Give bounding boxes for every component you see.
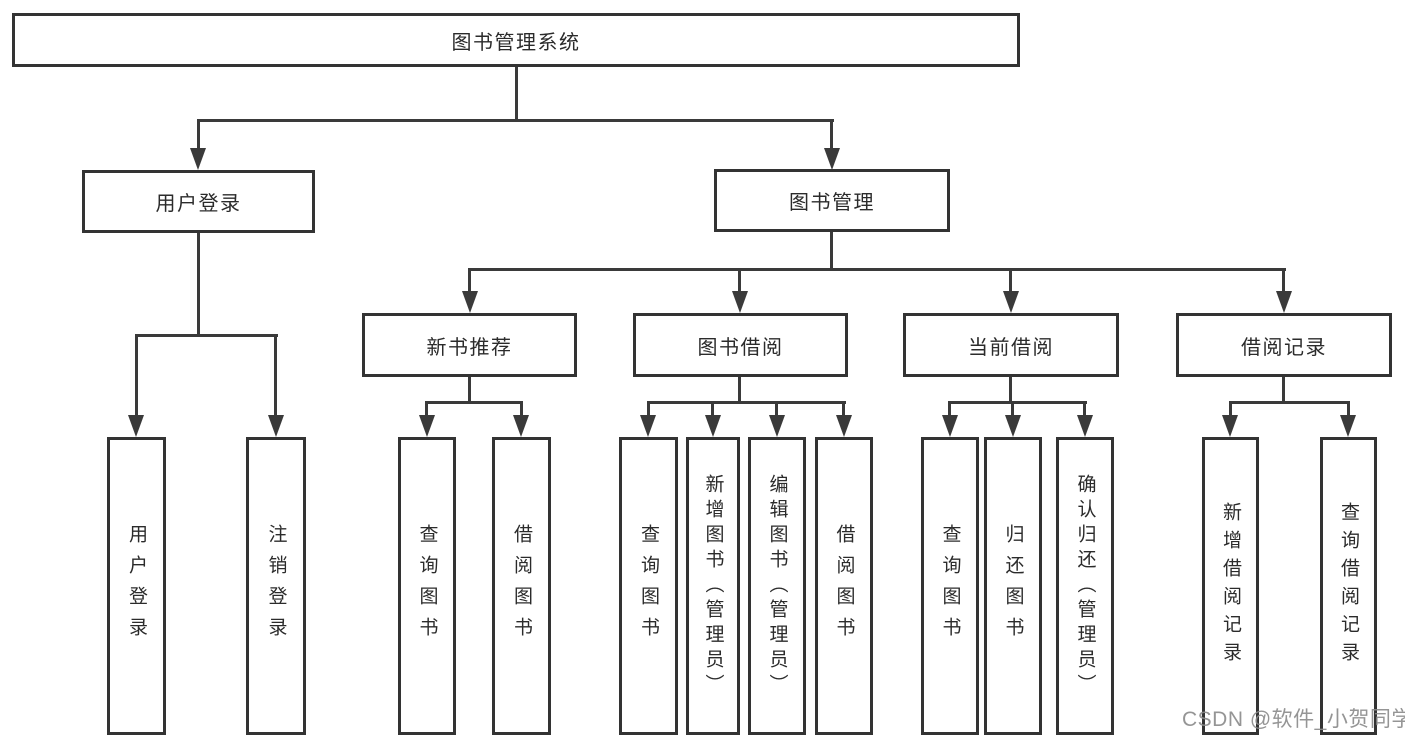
connector-vline: [1011, 401, 1014, 417]
connector-hline: [1229, 401, 1350, 404]
connector-vline: [1083, 401, 1086, 417]
connector-vline: [1347, 401, 1350, 417]
node-borrow-records-label: 借阅记录: [1241, 336, 1327, 359]
connector-vline: [647, 401, 650, 417]
leaf-query-books-current-label: 查询图书: [939, 524, 961, 648]
arrow-down-icon: [128, 415, 144, 437]
arrow-down-icon: [1003, 291, 1019, 313]
connector-vline: [830, 232, 833, 271]
node-book-borrow-label: 图书借阅: [697, 336, 784, 359]
arrow-down-icon: [705, 415, 721, 437]
leaf-user-login: 用户登录: [107, 437, 166, 735]
arrow-down-icon: [1276, 291, 1292, 313]
arrow-down-icon: [1005, 415, 1021, 437]
connector-vline: [515, 67, 518, 122]
arrow-down-icon: [732, 291, 748, 313]
connector-vline: [948, 401, 951, 417]
arrow-down-icon: [513, 415, 529, 437]
node-user-login-label: 用户登录: [155, 193, 242, 215]
leaf-return-books: 归还图书: [984, 437, 1042, 735]
leaf-add-books-admin-label: 新增图书（管理员）: [702, 473, 724, 699]
leaf-query-books-recommend-label: 查询图书: [416, 524, 438, 648]
connector-hline: [425, 401, 523, 404]
connector-vline: [738, 268, 741, 293]
leaf-query-books-borrow: 查询图书: [619, 437, 678, 735]
leaf-query-books-recommend: 查询图书: [398, 437, 456, 735]
connector-hline: [468, 268, 1286, 271]
connector-hline: [135, 334, 278, 337]
connector-vline: [711, 401, 714, 417]
node-book-management-label: 图书管理: [789, 192, 875, 214]
arrow-down-icon: [769, 415, 785, 437]
arrow-down-icon: [419, 415, 435, 437]
leaf-borrow-books-label: 借阅图书: [833, 524, 855, 648]
leaf-borrow-books: 借阅图书: [815, 437, 873, 735]
leaf-add-borrow-record-label: 新增借阅记录: [1220, 502, 1241, 670]
connector-vline: [135, 334, 138, 417]
node-current-borrow-label: 当前借阅: [968, 336, 1054, 359]
arrow-down-icon: [942, 415, 958, 437]
connector-vline: [520, 401, 523, 417]
connector-vline: [468, 268, 471, 293]
leaf-borrow-books-recommend: 借阅图书: [492, 437, 551, 735]
leaf-edit-books-admin-label: 编辑图书（管理员）: [766, 473, 788, 699]
csdn-watermark: CSDN @软件_小贺同学: [1182, 708, 1405, 731]
node-borrow-records: 借阅记录: [1176, 313, 1392, 377]
arrow-down-icon: [190, 148, 206, 170]
leaf-query-books-borrow-label: 查询图书: [638, 524, 659, 648]
arrow-down-icon: [268, 415, 284, 437]
leaf-query-borrow-record: 查询借阅记录: [1320, 437, 1377, 735]
arrow-down-icon: [836, 415, 852, 437]
node-user-login: 用户登录: [82, 170, 315, 233]
leaf-logout: 注销登录: [246, 437, 306, 735]
node-current-borrow: 当前借阅: [903, 313, 1119, 377]
leaf-confirm-return-admin-label: 确认归还（管理员）: [1074, 473, 1096, 699]
connector-vline: [738, 377, 741, 404]
arrow-down-icon: [824, 148, 840, 170]
leaf-query-books-current: 查询图书: [921, 437, 979, 735]
arrow-down-icon: [1340, 415, 1356, 437]
connector-vline: [197, 233, 200, 337]
connector-vline: [775, 401, 778, 417]
connector-vline: [1282, 268, 1285, 293]
arrow-down-icon: [1222, 415, 1238, 437]
leaf-return-books-label: 归还图书: [1002, 524, 1024, 648]
connector-hline: [647, 401, 846, 404]
connector-hline: [948, 401, 1087, 404]
connector-vline: [197, 119, 200, 150]
connector-vline: [425, 401, 428, 417]
node-book-borrow: 图书借阅: [633, 313, 848, 377]
connector-vline: [830, 119, 833, 150]
connector-vline: [1229, 401, 1232, 417]
leaf-query-borrow-record-label: 查询借阅记录: [1338, 502, 1359, 670]
connector-vline: [842, 401, 845, 417]
arrow-down-icon: [640, 415, 656, 437]
connector-vline: [1009, 377, 1012, 404]
node-root: 图书管理系统: [12, 13, 1020, 67]
node-book-management: 图书管理: [714, 169, 950, 232]
arrow-down-icon: [1077, 415, 1093, 437]
connector-vline: [274, 334, 277, 417]
leaf-user-login-label: 用户登录: [126, 524, 147, 648]
connector-vline: [1282, 377, 1285, 404]
connector-vline: [1009, 268, 1012, 293]
leaf-add-borrow-record: 新增借阅记录: [1202, 437, 1259, 735]
node-root-label: 图书管理系统: [451, 31, 581, 54]
leaf-borrow-books-recommend-label: 借阅图书: [511, 524, 532, 648]
leaf-logout-label: 注销登录: [265, 524, 287, 648]
connector-vline: [468, 377, 471, 404]
leaf-edit-books-admin: 编辑图书（管理员）: [748, 437, 806, 735]
node-new-book-recommend: 新书推荐: [362, 313, 577, 377]
leaf-confirm-return-admin: 确认归还（管理员）: [1056, 437, 1114, 735]
leaf-add-books-admin: 新增图书（管理员）: [686, 437, 740, 735]
node-new-book-recommend-label: 新书推荐: [426, 336, 513, 359]
connector-hline: [197, 119, 834, 122]
arrow-down-icon: [462, 291, 478, 313]
